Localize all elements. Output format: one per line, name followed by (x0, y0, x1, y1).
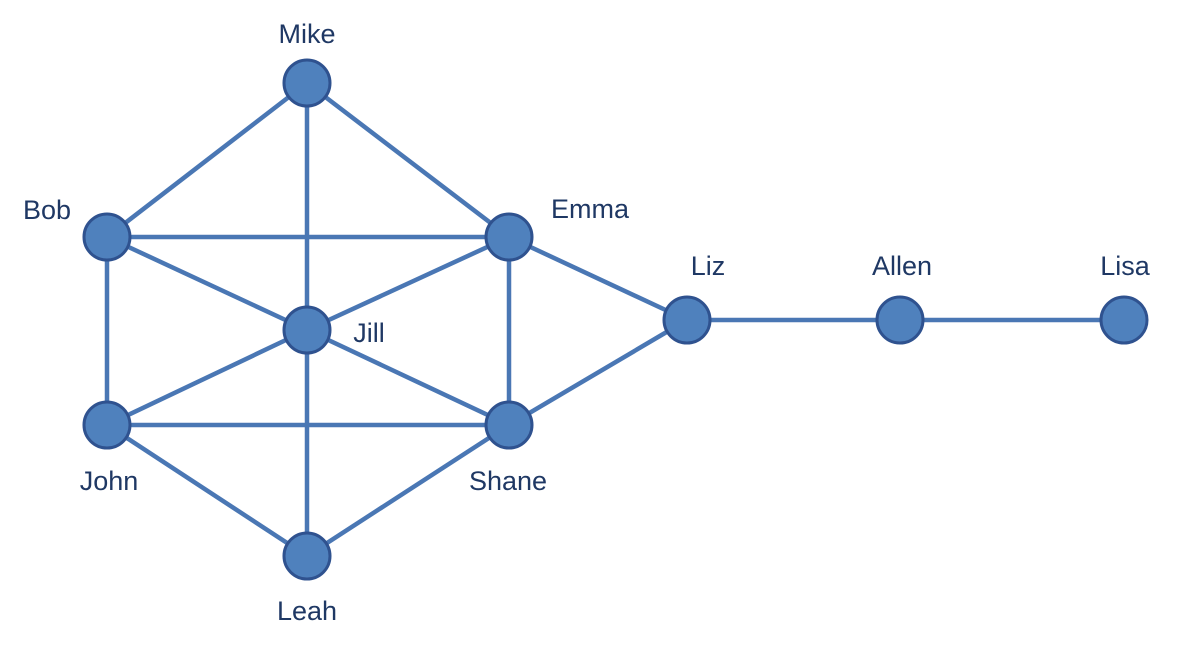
node-bob (82, 212, 132, 262)
edge-shane-liz (506, 317, 690, 428)
nodes-layer (82, 58, 1149, 581)
node-leah (282, 531, 332, 581)
node-label-jill: Jill (353, 318, 385, 348)
node-label-lisa: Lisa (1100, 251, 1151, 281)
edge-emma-liz (506, 234, 690, 323)
node-shane (484, 400, 534, 450)
edge-jill-john (104, 327, 310, 428)
node-jill (282, 305, 332, 355)
node-emma (484, 212, 534, 262)
node-lisa (1099, 295, 1149, 345)
node-label-emma: Emma (551, 194, 630, 224)
edge-shane-leah (304, 422, 512, 559)
node-label-liz: Liz (691, 251, 726, 281)
node-label-leah: Leah (277, 596, 337, 626)
edge-bob-jill (104, 234, 310, 333)
edge-john-leah (104, 422, 310, 559)
node-liz (662, 295, 712, 345)
node-mike (282, 58, 332, 108)
edge-mike-bob (104, 80, 310, 240)
node-label-bob: Bob (23, 195, 71, 225)
edge-mike-emma (304, 80, 512, 240)
node-label-mike: Mike (278, 19, 335, 49)
node-label-allen: Allen (872, 251, 932, 281)
node-label-shane: Shane (469, 466, 547, 496)
edge-emma-jill (304, 234, 512, 333)
edge-jill-shane (304, 327, 512, 428)
node-john (82, 400, 132, 450)
node-label-john: John (80, 466, 139, 496)
node-allen (875, 295, 925, 345)
edges-layer (104, 80, 1127, 559)
